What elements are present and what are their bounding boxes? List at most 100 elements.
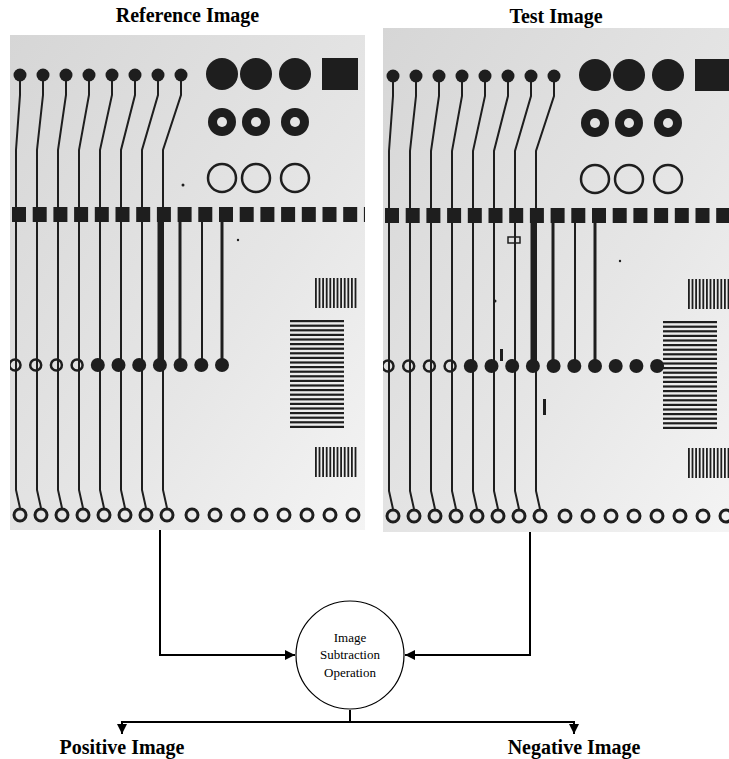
comb-bar xyxy=(663,335,717,337)
open-ring xyxy=(242,164,270,192)
ring-pad xyxy=(10,360,21,371)
open-ring xyxy=(615,165,643,193)
solder-pad xyxy=(485,359,499,373)
open-ring xyxy=(208,164,236,192)
annular-pad xyxy=(581,109,609,137)
comb-bar xyxy=(702,279,704,309)
large-pad xyxy=(279,58,311,90)
square-pad xyxy=(613,208,627,223)
square-pad xyxy=(240,207,254,222)
ring-pad xyxy=(186,509,198,521)
pad-hole xyxy=(590,118,600,128)
comb-bar xyxy=(663,353,717,355)
comb-bar xyxy=(713,279,715,309)
comb-bar xyxy=(326,447,328,477)
ring-pad xyxy=(534,510,546,522)
square-pad xyxy=(198,207,212,222)
comb-bar xyxy=(724,448,726,478)
solder-pad xyxy=(387,70,400,83)
solder-pad xyxy=(609,359,623,373)
test-pattern xyxy=(383,59,729,522)
square-pad xyxy=(323,207,337,222)
ring-pad xyxy=(383,361,394,372)
ring-pad xyxy=(77,509,89,521)
copper-trace xyxy=(574,223,576,361)
comb-bar xyxy=(290,343,344,345)
comb-bar xyxy=(290,417,344,419)
comb-bar xyxy=(688,448,690,478)
reference-pattern xyxy=(10,58,365,521)
comb-bar xyxy=(663,344,717,346)
dust-speck xyxy=(237,239,239,241)
square-pad xyxy=(260,207,274,222)
copper-trace xyxy=(536,79,554,509)
comb-bar xyxy=(695,448,697,478)
copper-trace xyxy=(389,79,393,509)
ring-pad xyxy=(628,510,640,522)
square-pad xyxy=(571,208,585,223)
copper-trace xyxy=(201,222,203,360)
solder-pad xyxy=(14,69,27,82)
ring-pad xyxy=(278,509,290,521)
flow-arrow xyxy=(122,710,350,734)
comb-bar xyxy=(663,376,717,378)
ring-pad xyxy=(582,510,594,522)
comb-bar xyxy=(290,384,344,386)
square-pad xyxy=(136,207,150,222)
square-pad xyxy=(551,208,565,223)
comb-bar xyxy=(315,278,317,308)
output-label: Negative Image xyxy=(508,736,641,758)
copper-trace xyxy=(594,223,597,361)
solder-pad xyxy=(106,69,119,82)
comb-bar xyxy=(337,447,339,477)
solder-pad xyxy=(567,359,581,373)
comb-bar xyxy=(663,321,717,323)
comb-bar xyxy=(663,339,717,341)
comb-bar xyxy=(724,279,726,309)
pad-hole xyxy=(217,117,227,127)
comb-bar xyxy=(290,394,344,396)
square-pad xyxy=(675,208,689,223)
square-pad xyxy=(447,208,461,223)
square-pad xyxy=(509,208,523,223)
copper-trace xyxy=(515,79,531,509)
comb-bar xyxy=(315,447,317,477)
comb-bar xyxy=(663,399,717,401)
comb-bar xyxy=(663,422,717,424)
solder-pad xyxy=(174,358,188,372)
square-pad xyxy=(302,207,316,222)
solder-pad xyxy=(215,358,229,372)
comb-bar xyxy=(663,372,717,374)
comb-bar xyxy=(337,278,339,308)
ring-pad xyxy=(492,510,504,522)
ring-pad xyxy=(720,510,729,522)
comb-bar xyxy=(702,448,704,478)
comb-bar xyxy=(290,352,344,354)
copper-trace xyxy=(100,78,112,508)
operation-label: Image Subtraction Operation xyxy=(308,629,392,682)
solder-pad xyxy=(650,359,664,373)
comb-bar xyxy=(663,358,717,360)
comb-bar xyxy=(329,447,331,477)
comb-bar xyxy=(290,407,344,409)
test-image-panel: Test Image xyxy=(383,0,729,532)
solder-pad xyxy=(129,69,142,82)
pad-hole xyxy=(663,118,673,128)
test-board xyxy=(383,28,729,532)
solder-pad xyxy=(152,69,165,82)
ring-pad xyxy=(424,361,435,372)
comb-bar xyxy=(290,398,344,400)
ring-pad xyxy=(35,509,47,521)
comb-bar xyxy=(728,448,729,478)
solder-pad xyxy=(629,359,643,373)
solder-pad xyxy=(433,70,446,83)
ring-pad xyxy=(429,510,441,522)
solder-pad xyxy=(464,359,478,373)
comb-bar xyxy=(695,279,697,309)
solder-pad xyxy=(132,358,146,372)
square-pad xyxy=(178,207,192,222)
pad-hole xyxy=(624,118,634,128)
comb-bar xyxy=(290,380,344,382)
comb-bar xyxy=(290,329,344,331)
comb-bar xyxy=(290,338,344,340)
